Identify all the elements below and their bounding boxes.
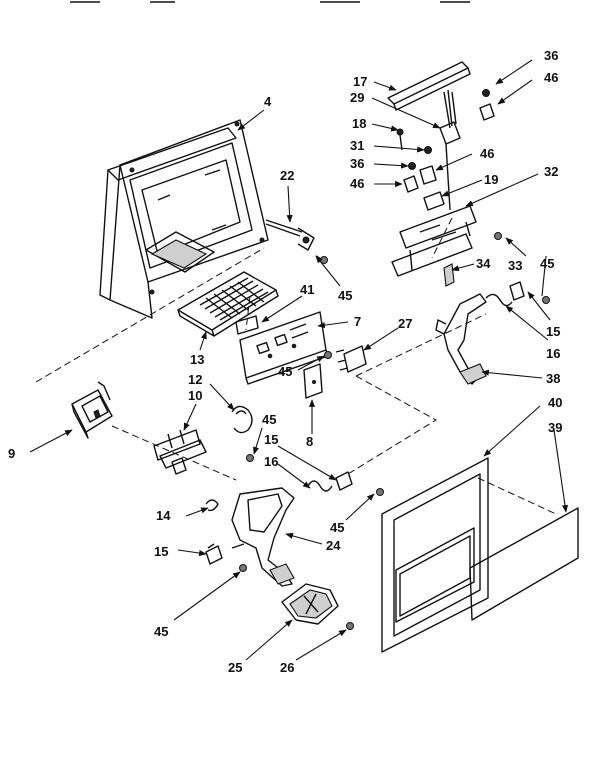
callout-numbers: 36 17 46 29 4 18 31 46 36 46 19 32 22 45… xyxy=(8,48,562,675)
callout-8: 8 xyxy=(306,434,313,449)
control-cover-panel xyxy=(239,311,332,385)
callout-27: 27 xyxy=(398,316,412,331)
screw-lower xyxy=(239,564,247,572)
callout-26: 26 xyxy=(280,660,294,675)
switch-module xyxy=(335,345,367,373)
retaining-clip xyxy=(205,499,219,512)
callout-10: 10 xyxy=(188,388,202,403)
callout-24: 24 xyxy=(326,538,341,553)
callout-13: 13 xyxy=(190,352,204,367)
callout-16-center: 16 xyxy=(264,454,278,469)
assembly-guide-lines xyxy=(35,217,557,515)
callout-leaders xyxy=(29,59,569,661)
switch-frame-bracket xyxy=(391,205,502,287)
callout-9: 9 xyxy=(8,446,15,461)
water-dispenser-mount xyxy=(71,381,113,439)
callout-31: 31 xyxy=(350,138,364,153)
callout-7: 7 xyxy=(354,314,361,329)
callout-22: 22 xyxy=(280,168,294,183)
callout-32: 32 xyxy=(544,164,558,179)
callout-12: 12 xyxy=(188,372,202,387)
drip-tray-grille xyxy=(177,271,279,337)
callout-45-panel: 45 xyxy=(278,364,292,379)
dispenser-lever-arm xyxy=(435,293,487,385)
callout-34: 34 xyxy=(476,256,491,271)
callout-45-lower-center: 45 xyxy=(330,520,344,535)
callout-36-middle: 36 xyxy=(350,156,364,171)
actuator-bracket xyxy=(153,429,207,475)
callout-15-center: 15 xyxy=(264,432,278,447)
callout-29: 29 xyxy=(350,90,364,105)
ice-chute-lever xyxy=(231,487,295,587)
spring-pivot xyxy=(307,471,384,496)
ice-crusher-housing xyxy=(281,583,354,630)
callout-45-center: 45 xyxy=(262,412,276,427)
callout-39: 39 xyxy=(548,420,562,435)
top-frame-bar xyxy=(387,61,471,111)
callout-4: 4 xyxy=(264,94,272,109)
callout-45-lower-left: 45 xyxy=(154,624,168,639)
lever-pivot-bracket xyxy=(485,281,550,307)
actuator-rod xyxy=(265,219,328,264)
callout-36-top: 36 xyxy=(544,48,558,63)
spring-clip xyxy=(231,405,253,434)
callout-18: 18 xyxy=(352,116,366,131)
callout-17: 17 xyxy=(353,74,367,89)
callout-41: 41 xyxy=(300,282,314,297)
callout-45-housing: 45 xyxy=(338,288,352,303)
label-plate xyxy=(235,315,259,335)
door-panel xyxy=(469,507,579,621)
callout-25: 25 xyxy=(228,660,242,675)
dispenser-housing xyxy=(99,119,269,319)
callout-19: 19 xyxy=(484,172,498,187)
callout-40: 40 xyxy=(548,395,562,410)
callout-45-right: 45 xyxy=(540,256,554,271)
callout-46-left: 46 xyxy=(350,176,364,191)
callout-46-middle: 46 xyxy=(480,146,494,161)
cover-plate xyxy=(303,363,323,399)
switch-bracket-assembly xyxy=(396,89,495,211)
callout-38: 38 xyxy=(546,371,560,386)
dispenser-door-frame xyxy=(381,457,489,653)
callout-14: 14 xyxy=(156,508,171,523)
callout-15-lower: 15 xyxy=(154,544,168,559)
callout-16-right: 16 xyxy=(546,346,560,361)
callout-33: 33 xyxy=(508,258,522,273)
callout-15-right: 15 xyxy=(546,324,560,339)
callout-46-top: 46 xyxy=(544,70,558,85)
screw-bracket xyxy=(246,454,254,462)
pivot-clip xyxy=(205,543,223,565)
